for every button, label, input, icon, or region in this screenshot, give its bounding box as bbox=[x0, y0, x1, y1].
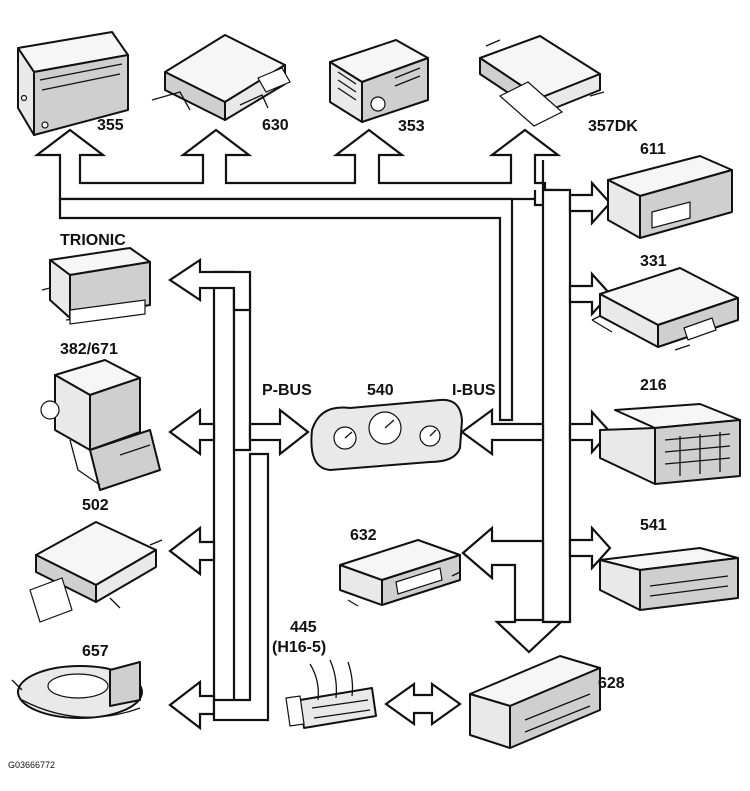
feed-line-to-540 bbox=[58, 197, 514, 422]
module-541 bbox=[599, 547, 739, 611]
arrow-to-611 bbox=[568, 180, 612, 226]
label-657: 657 bbox=[82, 643, 109, 660]
module-trionic bbox=[41, 247, 151, 325]
arrow-445-628 bbox=[384, 681, 462, 727]
label-541: 541 bbox=[640, 517, 667, 534]
label-628: 628 bbox=[598, 675, 625, 692]
module-216 bbox=[599, 403, 741, 485]
pbus-trunk bbox=[212, 270, 236, 718]
module-357dk bbox=[479, 35, 605, 127]
label-630: 630 bbox=[262, 117, 289, 134]
module-445-connector bbox=[285, 659, 377, 729]
module-353 bbox=[329, 39, 429, 123]
arrow-to-657 bbox=[168, 679, 216, 731]
module-628 bbox=[469, 655, 601, 749]
label-331: 331 bbox=[640, 253, 667, 270]
module-611 bbox=[607, 155, 733, 239]
label-445: 445 bbox=[290, 619, 317, 636]
arrow-to-541 bbox=[568, 525, 612, 571]
arrow-to-382 bbox=[168, 407, 216, 457]
label-632: 632 bbox=[350, 527, 377, 544]
label-pbus: P-BUS bbox=[262, 382, 312, 399]
label-502: 502 bbox=[82, 497, 109, 514]
upper-bus-arrow bbox=[33, 128, 562, 207]
label-trionic: TRIONIC bbox=[60, 232, 126, 249]
arrow-to-632 bbox=[461, 525, 545, 624]
arrow-to-trionic bbox=[168, 257, 252, 312]
ibus-trunk-body bbox=[541, 160, 572, 624]
label-445-sub: (H16-5) bbox=[272, 639, 326, 656]
label-ibus: I-BUS bbox=[452, 382, 496, 399]
pbus-lower bbox=[212, 452, 270, 722]
module-630 bbox=[151, 34, 291, 121]
label-611: 611 bbox=[640, 141, 666, 158]
module-331 bbox=[591, 267, 739, 351]
label-353: 353 bbox=[398, 118, 425, 135]
label-540: 540 bbox=[367, 382, 394, 399]
module-382-671 bbox=[40, 359, 161, 491]
arrow-ibus-to-540 bbox=[460, 407, 545, 457]
module-355 bbox=[17, 31, 129, 136]
arrow-to-628 bbox=[494, 618, 564, 654]
module-657 bbox=[11, 661, 143, 719]
arrow-to-502 bbox=[168, 525, 216, 577]
module-502 bbox=[29, 521, 163, 623]
label-216: 216 bbox=[640, 377, 667, 394]
pbus-inner bbox=[232, 288, 252, 452]
label-355: 355 bbox=[97, 117, 124, 134]
arrow-pbus-to-540 bbox=[248, 407, 310, 457]
module-632 bbox=[339, 539, 461, 607]
label-382-671: 382/671 bbox=[60, 341, 118, 358]
module-540 bbox=[310, 398, 463, 471]
label-357dk: 357DK bbox=[588, 118, 638, 135]
figure-id: G03666772 bbox=[8, 760, 55, 770]
